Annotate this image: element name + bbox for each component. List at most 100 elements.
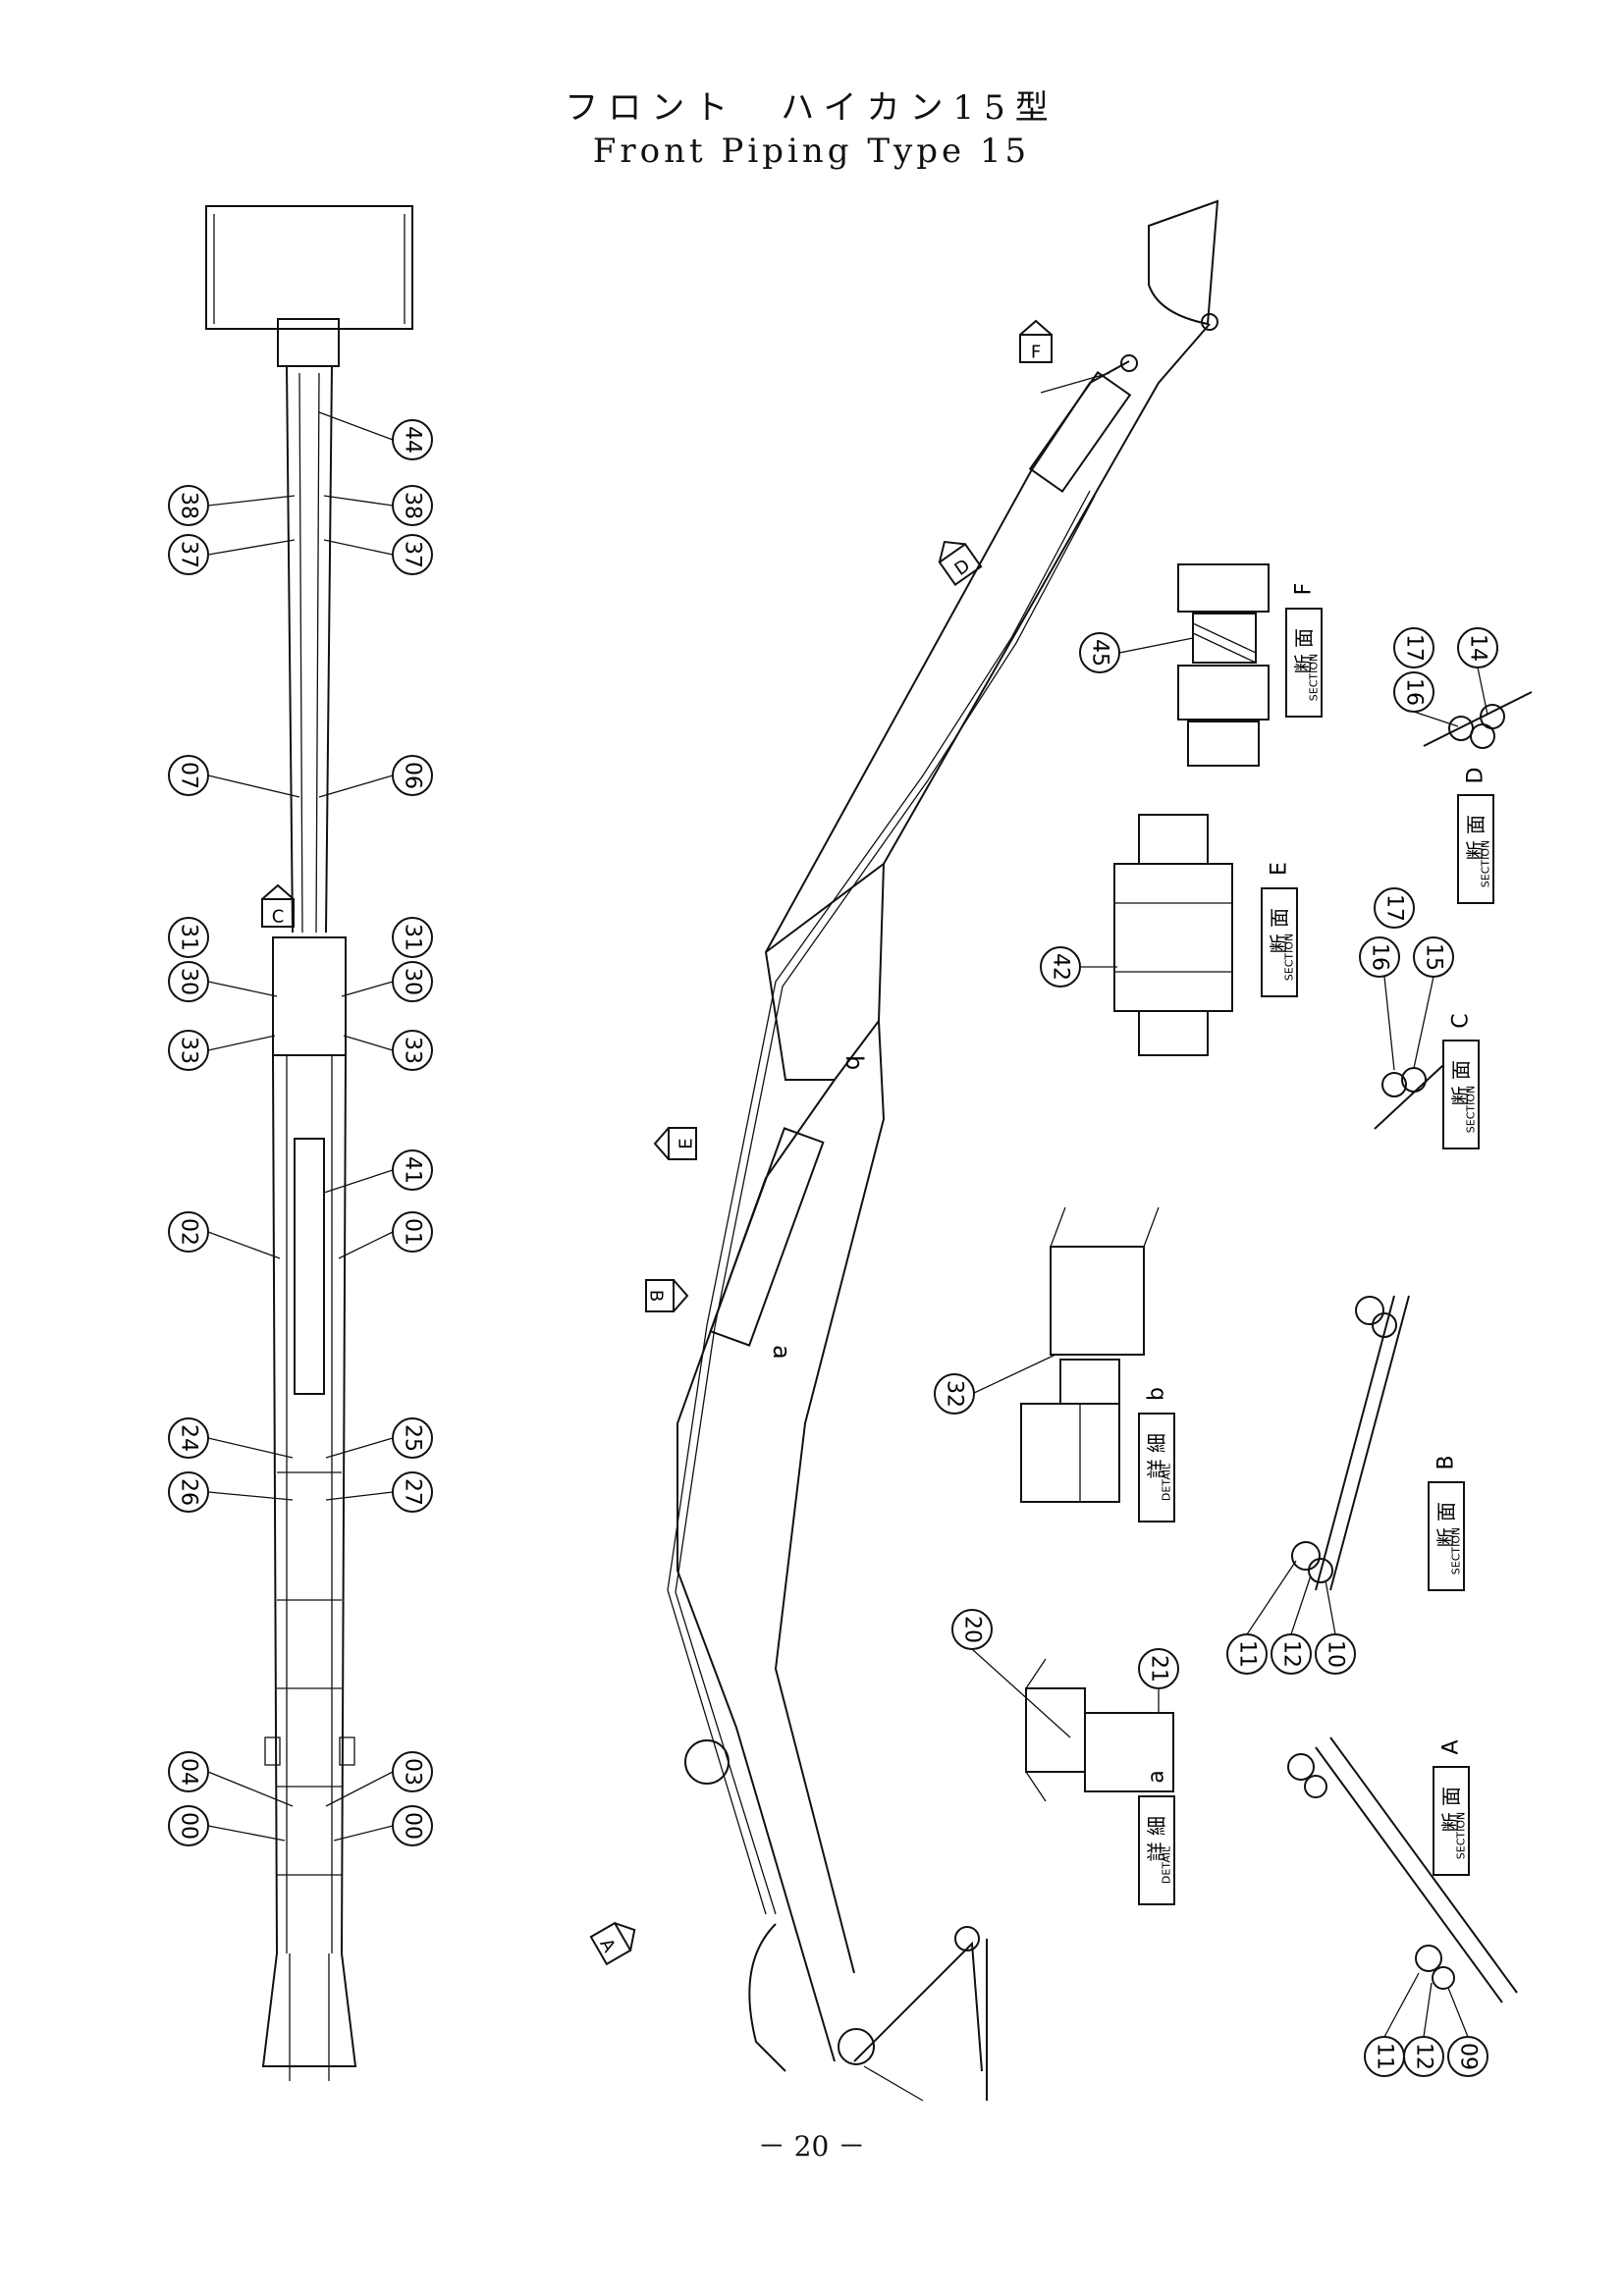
callout-24: 24 [168,1417,294,1459]
callout-25: 25 [325,1417,433,1459]
title-english: Front Piping Type 15 [592,132,1031,171]
section-label-a: 断 面 SECTION A [1433,1739,1470,1876]
bucket-outline [205,205,413,330]
svg-text:41: 41 [401,1156,425,1184]
svg-text:11: 11 [1235,1640,1260,1668]
callout-31: 31 [168,917,209,958]
svg-text:37: 37 [401,541,425,568]
arrow-a: A [589,1921,636,1966]
svg-text:31: 31 [401,924,425,951]
section-e: 42 断 面 SECTION E [1040,814,1298,1056]
callout-03: 03 [325,1751,433,1807]
section-label-f: 断 面 SECTION F [1285,583,1323,718]
callout-16: 16 [1393,671,1459,727]
svg-text:a: a [1145,1770,1169,1783]
callout-12: 12 [1403,1982,1444,2077]
callout-17: 17 [1374,887,1415,929]
svg-text:10: 10 [1324,1640,1348,1668]
svg-text:断 面: 断 面 [1464,815,1488,860]
svg-text:37: 37 [177,541,201,568]
callout-17: 17 [1393,627,1434,668]
svg-text:42: 42 [1049,953,1073,981]
svg-text:02: 02 [177,1218,201,1246]
svg-text:06: 06 [401,762,425,789]
callout-31: 31 [392,917,433,958]
callout-02: 02 [168,1211,281,1259]
svg-text:16: 16 [1368,943,1392,971]
callout-06: 06 [318,755,433,798]
section-b: 11 12 10 断 面 SECTION B [1226,1295,1465,1675]
svg-text:17: 17 [1402,634,1427,662]
view-arrows: F D C E B A [261,319,1053,1966]
svg-text:断 面: 断 面 [1439,1787,1463,1832]
svg-text:11: 11 [1373,2043,1397,2070]
callout-30: 30 [168,961,278,1002]
svg-text:45: 45 [1088,639,1112,667]
arm-joint [272,936,347,1056]
left-callouts: 44 38 38 37 37 07 06 31 30 31 30 33 33 4… [168,411,433,1846]
svg-text:断 面: 断 面 [1292,628,1316,673]
svg-text:33: 33 [177,1037,201,1064]
svg-text:31: 31 [177,924,201,951]
callout-32: 32 [934,1354,1056,1415]
callout-33: 33 [343,1030,433,1071]
svg-text:F: F [1292,583,1317,596]
svg-text:E: E [676,1138,697,1148]
callout-11: 11 [1364,1972,1420,2077]
callout-42: 42 [1040,946,1117,988]
boom-foot-pin [684,1739,730,1785]
detail-a: 20 21 詳 細 DETAIL a [951,1609,1179,1905]
svg-text:12: 12 [1279,1640,1304,1668]
left-top-view [205,205,413,2081]
svg-text:27: 27 [401,1478,425,1506]
boom-head [764,861,886,1081]
svg-text:C: C [1449,1013,1474,1028]
section-label-d: 断 面 SECTION D [1457,768,1494,904]
detail-b: 32 詳 細 DETAIL b [934,1206,1175,1522]
callout-01: 01 [338,1211,433,1259]
svg-text:b: b [1145,1387,1169,1401]
side-view [667,199,1219,2102]
svg-text:21: 21 [1147,1655,1171,1682]
svg-text:SECTION: SECTION [1283,934,1296,981]
svg-text:20: 20 [960,1616,985,1643]
svg-text:00: 00 [177,1812,201,1840]
boom-cylinder-side [709,1127,825,1347]
detail-marker-a: a [768,1345,795,1360]
callout-45: 45 [1079,632,1194,673]
svg-text:A: A [595,1935,620,1956]
arrow-e: E [653,1127,697,1160]
svg-text:16: 16 [1402,678,1427,706]
callout-44: 44 [318,411,433,460]
title-japanese: フロント ハイカン15型 [565,88,1058,128]
bucket-link [277,318,340,367]
svg-text:24: 24 [177,1424,201,1452]
callout-00: 00 [333,1805,433,1846]
arrow-f: F [1019,319,1053,363]
callout-38: 38 [323,485,433,526]
svg-text:詳 細: 詳 細 [1145,1433,1168,1478]
svg-text:38: 38 [401,492,425,519]
callout-10: 10 [1315,1579,1356,1675]
section-c: 17 16 15 断 面 SECTION C [1359,887,1480,1149]
svg-text:09: 09 [1456,2043,1481,2070]
svg-text:SECTION: SECTION [1455,1812,1468,1859]
svg-text:SECTION: SECTION [1450,1527,1463,1575]
callout-38: 38 [168,485,296,526]
drawing-title: フロント ハイカン15型 Front Piping Type 15 [0,86,1623,173]
svg-text:07: 07 [177,762,201,789]
callout-00: 00 [168,1805,286,1846]
arm-cylinder [1028,370,1132,494]
callout-41: 41 [323,1149,433,1194]
svg-text:DETAIL: DETAIL [1161,1845,1173,1884]
svg-text:E: E [1268,862,1292,876]
svg-text:断 面: 断 面 [1449,1060,1473,1105]
svg-text:SECTION: SECTION [1480,840,1492,887]
section-label-b: 断 面 SECTION B [1428,1455,1465,1591]
section-d: 14 17 16 断 面 SECTION D [1393,627,1533,904]
svg-text:SECTION: SECTION [1465,1086,1478,1133]
svg-text:26: 26 [177,1478,201,1506]
callout-14: 14 [1457,627,1498,716]
section-a: 11 12 09 断 面 SECTION A [1287,1736,1518,2077]
